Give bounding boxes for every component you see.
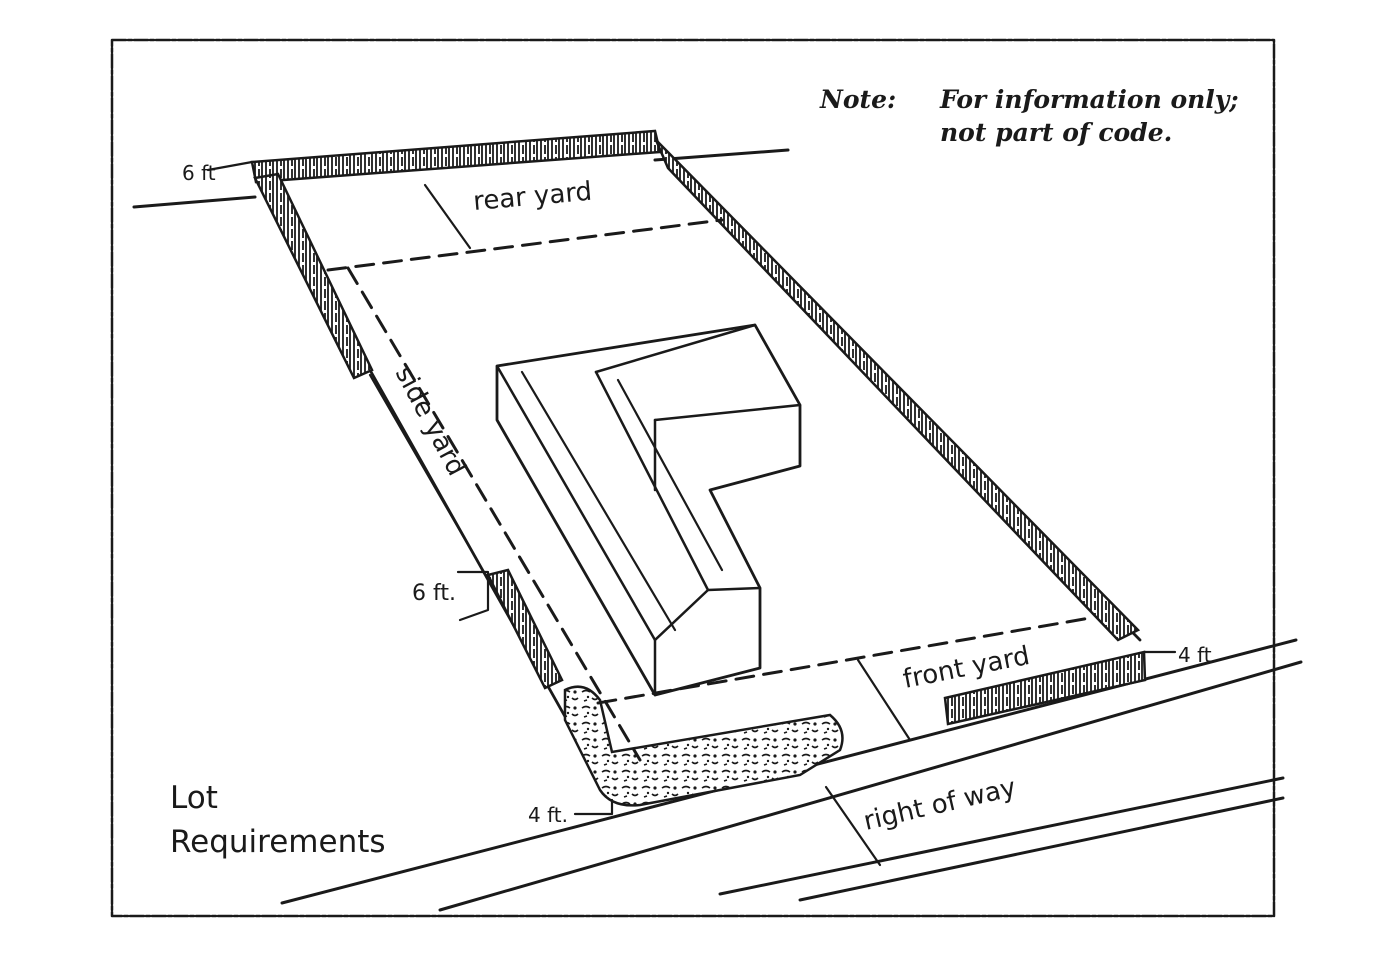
note: Note: For information only; not part of … — [819, 85, 1239, 147]
rear-street-line — [132, 148, 790, 209]
left-side-hedge-front — [486, 568, 564, 690]
hedge-height-front-right: 4 ft — [1178, 643, 1212, 667]
rear-hedge — [250, 129, 662, 184]
house — [495, 323, 802, 697]
diagram-frame — [110, 38, 1276, 918]
dimension-arrows — [206, 160, 1177, 867]
left-side-hedge-rear — [253, 172, 374, 380]
right-side-hedge — [654, 139, 1141, 642]
rear-yard-label: rear yard — [472, 177, 593, 217]
front-hedge — [943, 650, 1147, 726]
note-label: Note: — [819, 85, 896, 114]
note-line-2: not part of code. — [940, 118, 1172, 147]
caption-line-2: Requirements — [170, 824, 386, 860]
hedge-height-rear-left: 6 ft — [182, 161, 216, 185]
hedge-height-front-left: 4 ft. — [528, 803, 568, 827]
caption-line-1: Lot — [170, 780, 218, 816]
hedge-height-side: 6 ft. — [412, 581, 456, 606]
note-line-1: For information only; — [939, 85, 1239, 114]
side-yard-label: side yard — [389, 361, 472, 481]
